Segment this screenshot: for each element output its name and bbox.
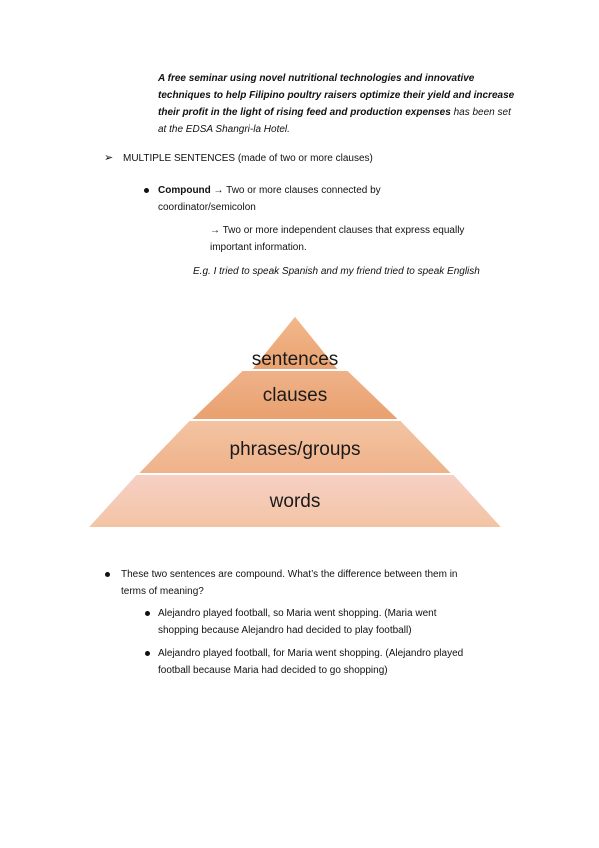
bullet-dot-icon <box>145 611 150 616</box>
compound-example: E.g. I tried to speak Spanish and my fri… <box>193 266 480 277</box>
quote-tail-text: has been set at the EDSA Shangri-la Hote… <box>158 107 511 135</box>
pyramid-diagram: sentences clauses phrases/groups words <box>85 312 505 532</box>
pyramid-svg: sentences clauses phrases/groups words <box>85 315 505 529</box>
section-heading: MULTIPLE SENTENCES (made of two or more … <box>123 153 373 164</box>
bullet-dot-icon <box>105 572 110 577</box>
compound-definition: Compound → Two or more clauses connected… <box>158 182 518 216</box>
arrow-icon: → <box>210 225 220 236</box>
quote-bold-text: A free seminar using novel nutritional t… <box>158 73 515 118</box>
bullet-dot-icon <box>144 188 149 193</box>
item2-line1: Alejandro played football, for Maria wen… <box>158 648 464 659</box>
item1-line2: shopping because Alejandro had decided t… <box>158 625 412 636</box>
compound-definition-line2: coordinator/semicolon <box>158 202 256 213</box>
pyramid-label-sentences: sentences <box>252 349 339 370</box>
list-item: Alejandro played football, for Maria wen… <box>158 645 528 679</box>
item1-line1: Alejandro played football, so Maria went… <box>158 608 437 619</box>
intro-quote: A free seminar using novel nutritional t… <box>158 70 518 138</box>
compound-term: Compound <box>158 185 211 196</box>
pyramid-label-clauses: clauses <box>263 385 327 406</box>
compound-sub-line2: important information. <box>210 242 307 253</box>
pyramid-label-phrases: phrases/groups <box>230 439 361 460</box>
question-text: These two sentences are compound. What’s… <box>121 566 521 600</box>
item2-line2: football because Maria had decided to go… <box>158 665 388 676</box>
question-line2: terms of meaning? <box>121 586 204 597</box>
arrow-bullet-icon: ➢ <box>104 152 114 164</box>
arrow-icon: → <box>213 185 224 196</box>
pyramid-label-words: words <box>269 491 321 512</box>
list-item: Alejandro played football, so Maria went… <box>158 605 518 639</box>
compound-definition-line1: Two or more clauses connected by <box>226 185 381 196</box>
bullet-dot-icon <box>145 651 150 656</box>
compound-sub-line1: Two or more independent clauses that exp… <box>222 225 465 236</box>
compound-subdefinition: → Two or more independent clauses that e… <box>210 222 530 256</box>
question-line1: These two sentences are compound. What’s… <box>121 569 458 580</box>
pyramid-tier-words <box>85 473 505 529</box>
